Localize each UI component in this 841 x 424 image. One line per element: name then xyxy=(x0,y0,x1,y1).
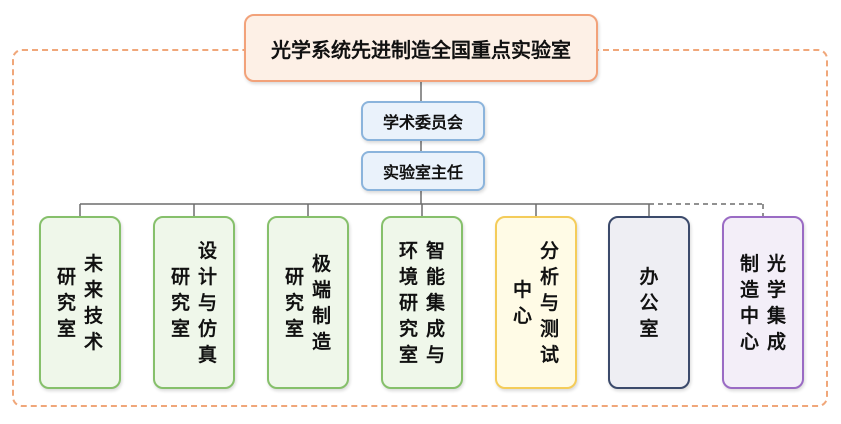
unit-text: 分析与测试中心 xyxy=(513,238,559,368)
unit-box-5: 分析与测试中心 xyxy=(495,216,577,389)
unit-text-column: 未来技术 xyxy=(84,252,104,353)
unit-text: 办公室 xyxy=(639,264,658,342)
lab-director-label: 实验室主任 xyxy=(382,163,463,182)
unit-text-column: 研究室 xyxy=(284,265,304,340)
unit-box-3: 极端制造研究室 xyxy=(267,216,349,389)
unit-text-column: 研究室 xyxy=(170,265,190,340)
unit-text-column: 研究室 xyxy=(56,265,76,340)
unit-box-4: 智能集成与环境研究室 xyxy=(381,216,463,389)
unit-text: 设计与仿真研究室 xyxy=(171,238,217,368)
unit-text: 未来技术研究室 xyxy=(57,251,103,355)
lab-title-box: 光学系统先进制造全国重点实验室 xyxy=(244,14,598,82)
unit-box-7: 光学集成制造中心 xyxy=(722,216,804,389)
unit-text-column: 极端制造 xyxy=(312,252,332,353)
unit-text: 智能集成与环境研究室 xyxy=(399,238,445,368)
unit-text-column: 制造中心 xyxy=(739,252,759,353)
unit-text-column: 办公室 xyxy=(639,265,659,340)
academic-committee-label: 学术委员会 xyxy=(382,113,463,132)
lab-title: 光学系统先进制造全国重点实验室 xyxy=(271,37,571,62)
unit-box-6: 办公室 xyxy=(608,216,690,389)
unit-text-column: 设计与仿真 xyxy=(198,239,218,366)
unit-text: 光学集成制造中心 xyxy=(740,251,786,355)
lab-director-box: 实验室主任 xyxy=(361,151,485,191)
unit-text-column: 环境研究室 xyxy=(398,239,418,366)
unit-text-column: 光学集成 xyxy=(767,252,787,353)
unit-box-1: 未来技术研究室 xyxy=(39,216,121,389)
unit-text-column: 分析与测试 xyxy=(540,239,560,366)
unit-box-2: 设计与仿真研究室 xyxy=(153,216,235,389)
unit-text-column: 中心 xyxy=(512,278,532,327)
unit-text-column: 智能集成与 xyxy=(426,239,446,366)
unit-text: 极端制造研究室 xyxy=(285,251,331,355)
academic-committee-box: 学术委员会 xyxy=(361,101,485,141)
